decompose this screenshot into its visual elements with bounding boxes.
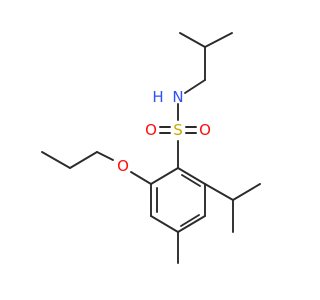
bond-propyl-2 xyxy=(69,151,98,169)
bond-o-propyl-1 xyxy=(96,151,114,161)
bond-ring-isopropyl xyxy=(204,183,234,201)
atom-s: S xyxy=(173,121,183,139)
bond-propyl-3 xyxy=(41,151,71,169)
atom-h: H xyxy=(152,88,163,106)
ring-inner-2 xyxy=(180,214,200,227)
ring-bond-1 xyxy=(177,167,206,185)
atom-o-left: O xyxy=(145,121,157,139)
ring-bond-4 xyxy=(150,215,179,233)
ring-bond-3 xyxy=(177,215,206,233)
bond-isobutyl-methyl-right xyxy=(204,32,233,48)
bonds xyxy=(41,32,261,264)
atom-labels: H N S O O O xyxy=(117,88,211,175)
ring-bond-6 xyxy=(150,167,179,185)
bond-isobutyl-methyl-left xyxy=(179,32,206,48)
bond-isopropyl-methyl-up xyxy=(232,183,261,201)
ring-inner-1 xyxy=(181,174,201,187)
bond-ring-o-ether xyxy=(130,171,152,185)
bond-ch2-n xyxy=(184,79,206,94)
atom-o-right: O xyxy=(199,121,211,139)
atom-o-ether: O xyxy=(117,157,129,175)
atom-n: N xyxy=(172,88,183,106)
structure-diagram: H N S O O O xyxy=(41,32,261,264)
